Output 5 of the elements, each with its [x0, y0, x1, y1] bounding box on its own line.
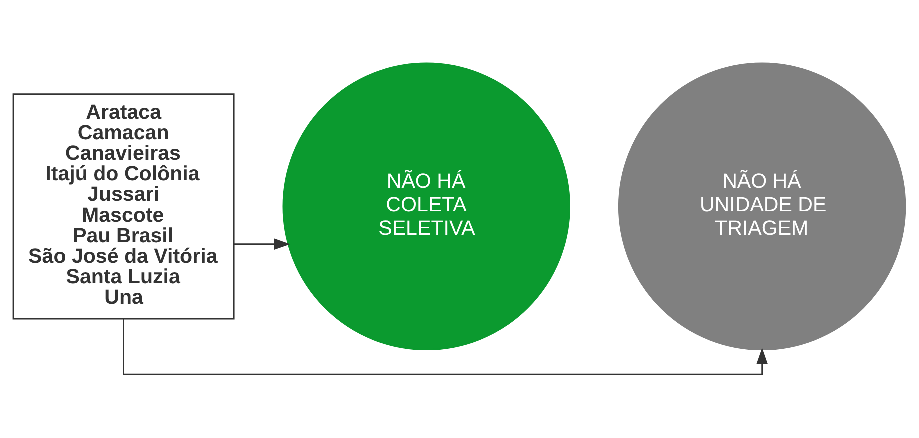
arrow — [123, 319, 768, 376]
node-circle: NÃO HÁ COLETA SELETIVA — [282, 62, 570, 351]
node-circle: NÃO HÁ UNIDADE DE TRIAGEM — [618, 62, 906, 351]
arrow — [234, 238, 291, 250]
node-box: Arataca Camacan Canavieiras Itajú do Colônia Jussari Mascote Pau Brasil São José da Vitória Santa Luzia Una — [12, 94, 235, 320]
